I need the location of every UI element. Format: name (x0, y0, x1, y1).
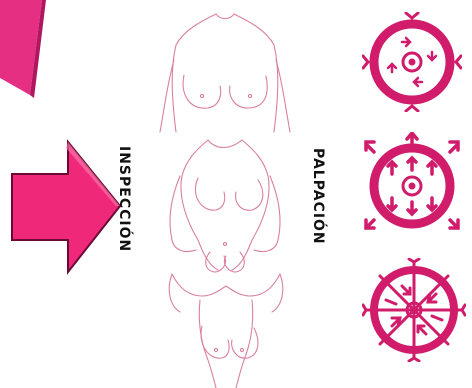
wedge-pattern-icon (362, 258, 466, 362)
inspection-label: INSPECCIÓN (116, 146, 132, 252)
big-right-arrow-icon (8, 138, 124, 276)
corner-tab-decoration (0, 0, 48, 100)
palpation-label: PALPACIÓN (310, 148, 326, 245)
inspection-sketch-illustration (150, 0, 300, 388)
circular-pattern-icon (362, 12, 462, 112)
radial-pattern-icon (362, 132, 462, 238)
